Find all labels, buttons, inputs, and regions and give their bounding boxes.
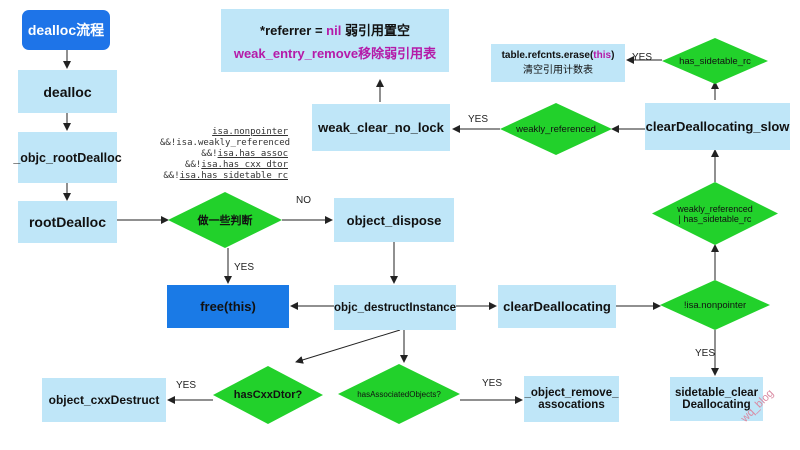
- edge-label-yes-cxx: YES: [176, 380, 197, 391]
- referrer-line2: weak_entry_remove移除弱引用表: [233, 45, 437, 61]
- object-remove-assocations-box: _object_remove_ assocations: [524, 376, 619, 422]
- condition-line-4-prefix: &&!: [185, 160, 202, 170]
- clear-deallocating-slow-box: clearDeallocating_slow: [645, 103, 790, 150]
- erase-line1: table.refcnts.erase(this): [502, 50, 615, 61]
- condition-line-2-prefix: &&!: [160, 138, 177, 148]
- condition-line-2: isa.weakly_referenced: [176, 138, 291, 148]
- edge-label-yes-erase: YES: [632, 52, 653, 63]
- condition-note: isa.nonpointer &&!isa.weakly_referenced …: [160, 127, 291, 182]
- edge-label-yes-sidetable: YES: [695, 348, 716, 359]
- weakly-or-sidetable-line1: weakly_referenced: [677, 203, 753, 214]
- has-sidetable-rc-diamond-shape: [662, 38, 768, 84]
- referrer-line1-suffix: 弱引用置空: [341, 22, 410, 38]
- weakly-or-sidetable-diamond-shape: [652, 182, 778, 245]
- free-this-box: free(this): [167, 285, 289, 328]
- condition-line-1: isa.nonpointer: [212, 127, 288, 137]
- has-sidetable-rc-diamond: has_sidetable_rc: [662, 38, 768, 84]
- remove-assoc-line2: assocations: [538, 399, 605, 411]
- condition-line-4: isa.has_cxx_dtor: [201, 160, 288, 170]
- condition-line-5: isa.has_sidetable_rc: [179, 171, 288, 181]
- weakly-referenced-diamond-shape: [500, 103, 612, 155]
- sidetable-clear-line1: sidetable_clear: [674, 387, 759, 399]
- weakly-referenced-diamond: weakly_referenced: [500, 103, 612, 155]
- erase-this: this: [593, 50, 612, 61]
- isa-nonpointer-label: !isa.nonpointer: [683, 299, 747, 311]
- has-associated-objects-diamond: hasAssociatedObjects?: [338, 364, 460, 424]
- condition-line-3-prefix: &&!: [201, 149, 218, 159]
- erase-line2: 清空引用计数表: [523, 65, 593, 76]
- has-sidetable-rc-label: has_sidetable_rc: [679, 55, 751, 67]
- refcnts-erase-box: table.refcnts.erase(this) 清空引用计数表: [491, 44, 625, 82]
- weakly-or-sidetable-label: weakly_referenced | has_sidetable_rc: [652, 182, 778, 245]
- isa-nonpointer-diamond: !isa.nonpointer: [660, 280, 770, 330]
- weakly-or-sidetable-diamond: weakly_referenced | has_sidetable_rc: [652, 182, 778, 245]
- root-dealloc-box: rootDealloc: [18, 201, 117, 243]
- judge-label: 做一些判断: [197, 215, 253, 227]
- condition-line-5-prefix: &&!: [163, 171, 180, 181]
- edge-label-yes-free: YES: [234, 262, 255, 273]
- weakly-or-sidetable-line2: | has_sidetable_rc: [678, 213, 752, 224]
- judge-diamond-shape: [168, 192, 282, 248]
- sidetable-clear-deallocating-box: sidetable_clear Deallocating: [670, 377, 763, 421]
- edge-label-yes-weak: YES: [468, 114, 489, 125]
- referrer-note-box: *referrer = nil 弱引用置空 weak_entry_remove移…: [221, 9, 449, 72]
- edge-label-no: NO: [296, 195, 311, 206]
- edge-label-yes-assoc: YES: [482, 378, 503, 389]
- condition-line-3: isa.has_assoc: [217, 149, 288, 159]
- sidetable-clear-line2: Deallocating: [682, 399, 751, 411]
- has-cxx-dtor-diamond-shape: [213, 366, 323, 424]
- weakly-referenced-label: weakly_referenced: [516, 123, 596, 135]
- weak-clear-no-lock-box: weak_clear_no_lock: [312, 104, 450, 151]
- erase-line1-suffix: ): [611, 50, 615, 61]
- remove-assoc-line1: _object_remove_: [524, 387, 619, 399]
- has-cxx-dtor-label: hasCxxDtor?: [233, 389, 303, 401]
- isa-nonpointer-diamond-shape: [660, 280, 770, 330]
- referrer-nil: nil: [326, 22, 342, 38]
- dealloc-box: dealloc: [18, 70, 117, 113]
- referrer-line1: *referrer = nil 弱引用置空: [260, 20, 410, 39]
- referrer-line1-prefix: *referrer =: [260, 22, 327, 38]
- has-associated-objects-label: hasAssociatedObjects?: [357, 389, 441, 399]
- object-cxx-destruct-box: object_cxxDestruct: [42, 378, 166, 422]
- object-dispose-box: object_dispose: [334, 198, 454, 242]
- objc-root-dealloc-box: _objc_rootDealloc: [13, 132, 122, 183]
- dealloc-flow-title: dealloc流程: [22, 10, 110, 50]
- has-cxx-dtor-diamond: hasCxxDtor?: [213, 366, 323, 424]
- erase-line1-prefix: table.refcnts.erase(: [501, 50, 594, 61]
- has-associated-objects-diamond-shape: [338, 364, 460, 424]
- clear-deallocating-box: clearDeallocating: [498, 285, 616, 328]
- judge-diamond: 做一些判断: [168, 192, 282, 248]
- objc-destruct-instance-box: objc_destructInstance: [334, 285, 456, 330]
